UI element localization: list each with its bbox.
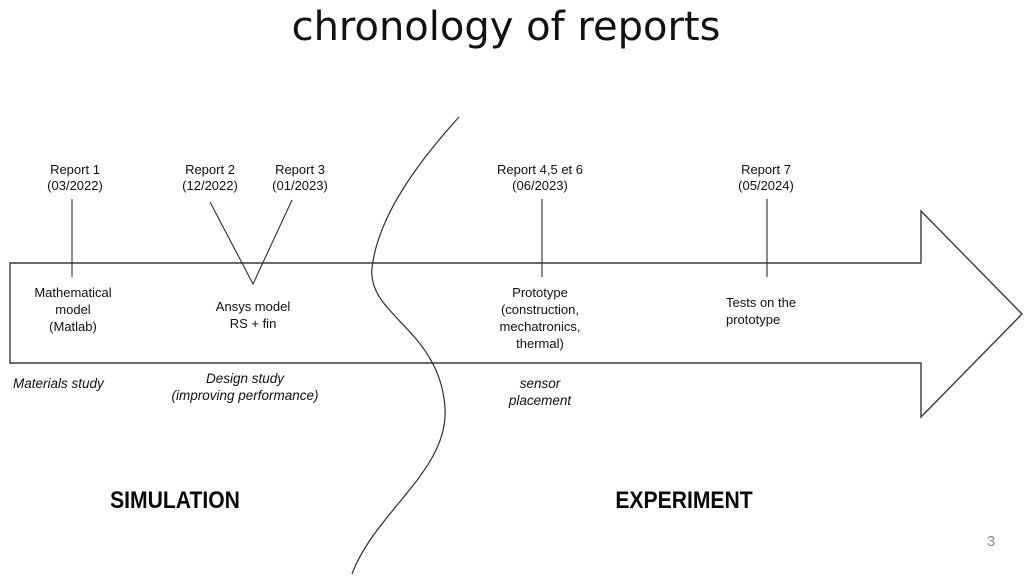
report-date: (05/2024): [738, 178, 794, 193]
study-design: Design study (improving performance): [171, 370, 318, 404]
report-name: Report 7: [741, 162, 791, 177]
phase-line: Tests on the: [726, 295, 797, 310]
section-label-simulation: SIMULATION: [110, 487, 240, 514]
phase-line: Ansys model: [215, 299, 291, 314]
phase-prototype: Prototype (construction, mechatronics, t…: [500, 284, 581, 352]
report-name: Report 4,5 et 6: [497, 162, 583, 177]
report-label-2: Report 2 (12/2022): [182, 162, 238, 194]
report-date: (12/2022): [182, 178, 238, 193]
study-line: placement: [508, 393, 572, 408]
phase-ansys-model: Ansys model RS + fin: [216, 298, 290, 332]
study-sensor-placement: sensor placement: [509, 375, 571, 409]
divider-curve: [351, 116, 460, 575]
phase-line: mechatronics,: [499, 319, 581, 334]
report-date: (03/2022): [47, 178, 103, 193]
report-label-4-5-6: Report 4,5 et 6 (06/2023): [497, 162, 583, 194]
phase-tests: Tests on the prototype: [726, 294, 796, 328]
phase-line: Prototype: [512, 285, 568, 300]
report-name: Report 1: [50, 162, 100, 177]
phase-line: thermal): [516, 336, 564, 351]
phase-line: RS + fin: [229, 316, 277, 331]
phase-line: (Matlab): [49, 319, 97, 334]
page-number: 3: [986, 533, 996, 550]
connector-report-2-3: [209, 199, 293, 286]
study-line: Materials study: [13, 376, 104, 391]
report-name: Report 3: [275, 162, 325, 177]
study-line: (improving performance): [171, 388, 319, 403]
page-title: chronology of reports: [291, 4, 721, 50]
phase-line: model: [55, 302, 91, 317]
section-label-experiment: EXPERIMENT: [615, 487, 753, 514]
report-name: Report 2: [185, 162, 235, 177]
report-date: (01/2023): [272, 178, 328, 193]
phase-line: (construction,: [500, 302, 580, 317]
study-line: Design study: [205, 371, 285, 386]
timeline-arrow-shape: [9, 209, 1023, 419]
report-date: (06/2023): [512, 178, 568, 193]
phase-line: prototype: [726, 312, 781, 327]
report-label-3: Report 3 (01/2023): [272, 162, 328, 194]
phase-line: Mathematical: [34, 285, 112, 300]
study-line: sensor: [519, 376, 561, 391]
study-materials: Materials study: [13, 375, 104, 392]
report-label-7: Report 7 (05/2024): [738, 162, 794, 194]
phase-mathematical-model: Mathematical model (Matlab): [34, 284, 111, 335]
report-label-1: Report 1 (03/2022): [47, 162, 103, 194]
